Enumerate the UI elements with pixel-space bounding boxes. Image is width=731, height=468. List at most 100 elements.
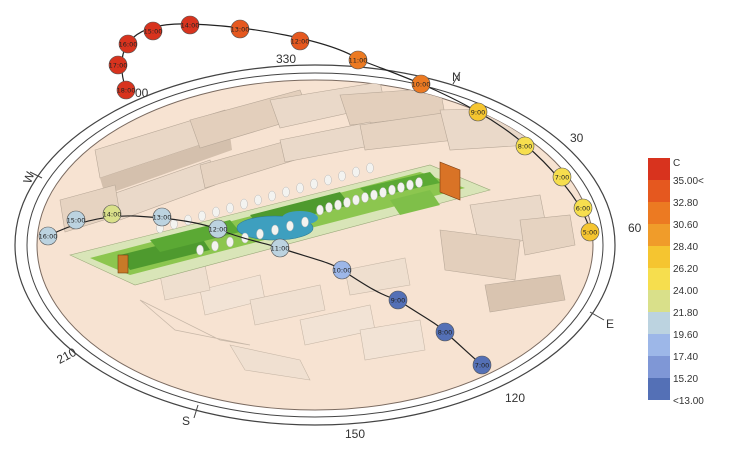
tree (388, 184, 396, 196)
legend-label: 19.60 (673, 330, 698, 341)
legend-swatch (648, 312, 670, 334)
tree (268, 190, 276, 202)
tree (325, 202, 333, 213)
upper-arc-hour-label: 13:00 (231, 26, 250, 34)
legend-label: 26.20 (673, 264, 698, 275)
tree (316, 204, 324, 216)
compass-north: N (452, 70, 461, 84)
tree (296, 182, 304, 194)
upper-arc-node (116, 80, 136, 100)
lower-arc-hour-label: 7:00 (475, 362, 490, 370)
tree (324, 174, 332, 186)
upper-arc-node (580, 222, 600, 242)
legend-swatch (648, 290, 670, 312)
tree (379, 187, 387, 198)
lower-arc-node (208, 219, 228, 239)
upper-arc-hour-label: 10:00 (412, 81, 431, 89)
tree (226, 202, 234, 214)
upper-arc-node (108, 55, 128, 75)
legend-swatch (648, 356, 670, 378)
upper-arc-node (180, 15, 200, 35)
tree (271, 224, 279, 236)
lower-arc-hour-label: 13:00 (153, 214, 172, 222)
legend-swatch (648, 180, 670, 202)
tree (286, 220, 294, 232)
upper-arc-node (118, 34, 138, 54)
legend-label: 17.40 (673, 352, 698, 363)
lower-arc-node (332, 260, 352, 280)
compass-deg-150: 150 (345, 427, 365, 441)
compass-deg-210: 210 (54, 345, 79, 367)
tree (406, 179, 414, 191)
legend-swatch (648, 334, 670, 356)
tree (366, 162, 374, 174)
legend-label: 32.80 (673, 198, 698, 209)
legend-swatch (648, 202, 670, 224)
upper-arc-hour-label: 6:00 (576, 205, 591, 213)
tree (370, 189, 378, 201)
compass-deg-30: 30 (570, 131, 584, 145)
lower-arc-node (152, 207, 172, 227)
upper-arc-hour-label: 18:00 (117, 87, 136, 95)
upper-arc-hour-label: 17:00 (109, 62, 128, 70)
tree (352, 194, 360, 206)
upper-arc-node (230, 19, 250, 39)
upper-arc-hour-label: 8:00 (518, 143, 533, 151)
legend-label: 35.00< (673, 176, 704, 187)
tree (198, 210, 206, 222)
compass-deg-300-partial: 00 (135, 86, 149, 100)
compass-west: W (20, 169, 37, 185)
upper-arc-hour-label: 12:00 (291, 38, 310, 46)
tree (196, 244, 204, 256)
upper-arc-hour-label: 5:00 (583, 229, 598, 237)
compass-outer-ring (14, 64, 616, 426)
tree (310, 178, 318, 190)
compass-inner-ring (26, 72, 604, 418)
upper-arc-hour-label: 15:00 (144, 28, 163, 36)
lower-arc-hour-label: 15:00 (67, 217, 86, 225)
legend-swatch (648, 224, 670, 246)
lower-arc-node (270, 238, 290, 258)
upper-arc-node (290, 31, 310, 51)
tree (212, 206, 220, 218)
compass-south: S (182, 414, 190, 428)
legend-unit: C (673, 158, 680, 169)
tree (397, 182, 405, 193)
tree (170, 218, 178, 230)
upper-arc-node (573, 198, 593, 218)
tree (415, 177, 423, 188)
lower-arc-hour-label: 11:00 (271, 245, 290, 253)
lower-arc-hour-label: 14:00 (103, 211, 122, 219)
compass-deg-120: 120 (505, 391, 525, 405)
tree (352, 166, 360, 178)
lower-arc-node (388, 290, 408, 310)
lower-arc-hour-label: 9:00 (391, 297, 406, 305)
upper-arc-hour-label: 9:00 (471, 109, 486, 117)
upper-arc-hour-label: 11:00 (349, 57, 368, 65)
lower-arc-hour-label: 12:00 (209, 226, 228, 234)
tree (301, 216, 309, 228)
lower-arc-node (435, 322, 455, 342)
trees (156, 162, 423, 256)
lower-arc-hour-label: 8:00 (438, 329, 453, 337)
legend-swatch (648, 268, 670, 290)
tree (282, 186, 290, 198)
tree (226, 236, 234, 248)
tree (256, 228, 264, 240)
tree (361, 192, 369, 203)
upper-arc-hour-label: 14:00 (181, 22, 200, 30)
compass-east: E (606, 317, 614, 331)
upper-arc-node (552, 167, 572, 187)
tree (211, 240, 219, 252)
legend-label: 24.00 (673, 286, 698, 297)
compass-deg-330: 330 (276, 52, 296, 66)
tree (338, 170, 346, 182)
legend-label: 21.80 (673, 308, 698, 319)
compass-deg-60: 60 (628, 221, 642, 235)
legend-label: 15.20 (673, 374, 698, 385)
tree (184, 214, 192, 226)
temperature-legend: C 35.00<32.8030.6028.4026.2024.0021.8019… (648, 158, 704, 407)
tree (240, 198, 248, 210)
legend-label: 28.40 (673, 242, 698, 253)
